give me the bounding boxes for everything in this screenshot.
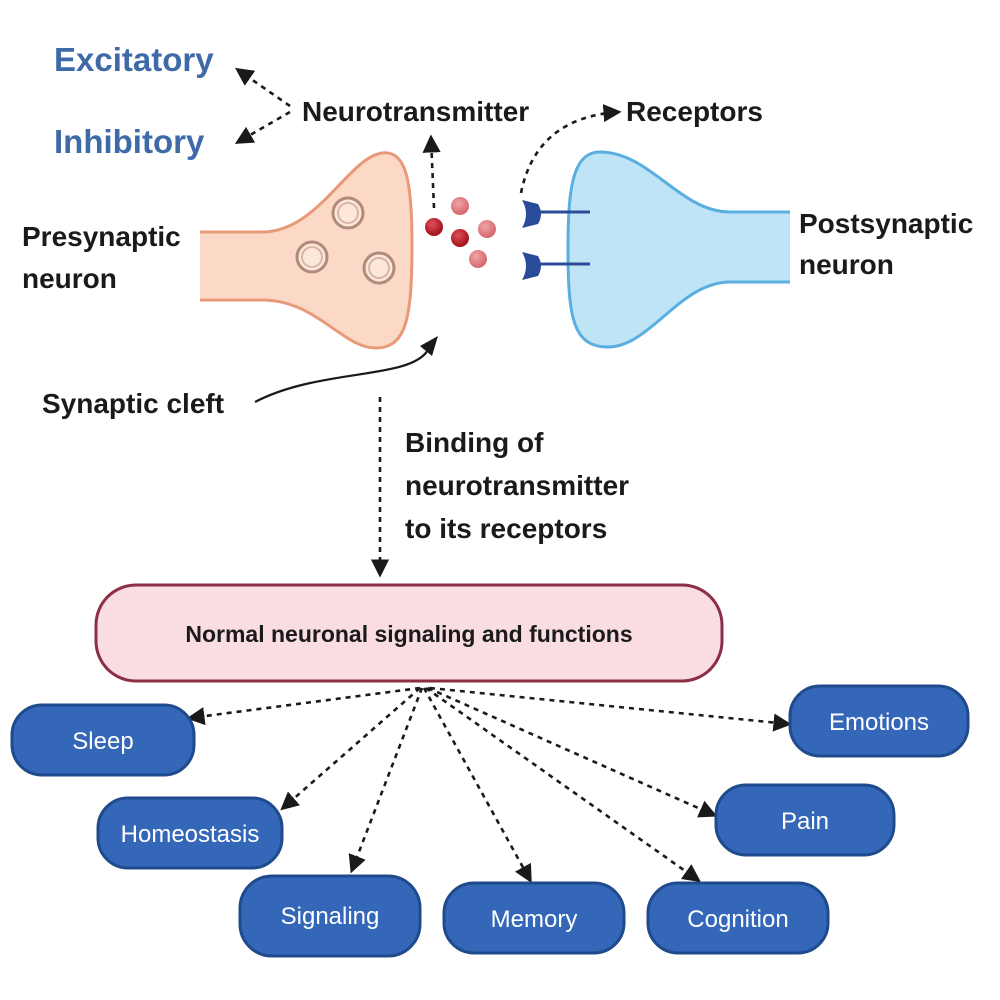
function-signaling-label: Signaling: [281, 903, 380, 930]
synaptic-cleft-pointer: [254, 349, 429, 403]
receptor-top: [522, 200, 590, 228]
arrow-to-emotions: [429, 686, 792, 732]
arrow-to-memory: [422, 687, 532, 884]
arrow-to-sleep: [186, 686, 421, 726]
label-receptors: Receptors: [626, 96, 763, 127]
function-pain-label: Pain: [781, 808, 829, 835]
function-emotions-label: Emotions: [829, 709, 929, 736]
function-memory-label: Memory: [491, 906, 578, 933]
function-memory: Memory: [442, 881, 626, 955]
vesicle: [337, 202, 359, 224]
arrow-to-cognition: [425, 686, 701, 883]
synaptic-cleft-pointer-head: [420, 336, 438, 356]
arrow-molecule-to-neurotransmitter: [422, 134, 441, 209]
receptor-bottom: [522, 252, 590, 280]
neurotransmitter-molecule: [469, 250, 487, 268]
label-neurotransmitter: Neurotransmitter: [302, 96, 529, 127]
central-functions-box: [94, 583, 724, 683]
label-postsynaptic-line2: neuron: [799, 249, 894, 280]
label-binding-line1: Binding of: [405, 427, 544, 458]
neurotransmitter-molecule: [451, 229, 469, 247]
function-cognition: Cognition: [646, 881, 830, 955]
vesicle: [368, 257, 390, 279]
arrow-to-inhibitory: [234, 110, 291, 144]
function-homeostasis: Homeostasis: [96, 796, 284, 870]
function-sleep: Sleep: [10, 703, 196, 777]
function-cognition-label: Cognition: [687, 906, 788, 933]
label-postsynaptic-line1: Postsynaptic: [799, 208, 973, 239]
label-presynaptic-line1: Presynaptic: [22, 221, 181, 252]
function-emotions: Emotions: [788, 684, 970, 758]
neurotransmitter-molecule: [425, 218, 443, 236]
function-sleep-label: Sleep: [72, 728, 133, 755]
label-presynaptic-line2: neuron: [22, 263, 117, 294]
label-synaptic-cleft: Synaptic cleft: [42, 388, 224, 419]
arrow-to-excitatory: [235, 67, 291, 108]
function-signaling: Signaling: [238, 874, 422, 958]
label-binding-line3: to its receptors: [405, 513, 607, 544]
arrow-to-pain: [427, 686, 718, 818]
neurotransmitter-molecule: [478, 220, 496, 238]
label-binding-line2: neurotransmitter: [405, 470, 629, 501]
label-inhibitory: Inhibitory: [54, 123, 205, 160]
function-homeostasis-label: Homeostasis: [121, 821, 260, 848]
label-excitatory: Excitatory: [54, 41, 214, 78]
vesicle: [301, 246, 323, 268]
neurotransmitter-molecule: [451, 197, 469, 215]
function-pain: Pain: [714, 783, 896, 857]
arrow-to-signaling: [348, 687, 424, 874]
arrow-to-homeostasis: [280, 687, 421, 811]
central-functions-label: Normal neuronal signaling and functions: [185, 621, 632, 647]
function-arrows: [186, 686, 792, 884]
postsynaptic-neuron-shape: [566, 150, 790, 349]
